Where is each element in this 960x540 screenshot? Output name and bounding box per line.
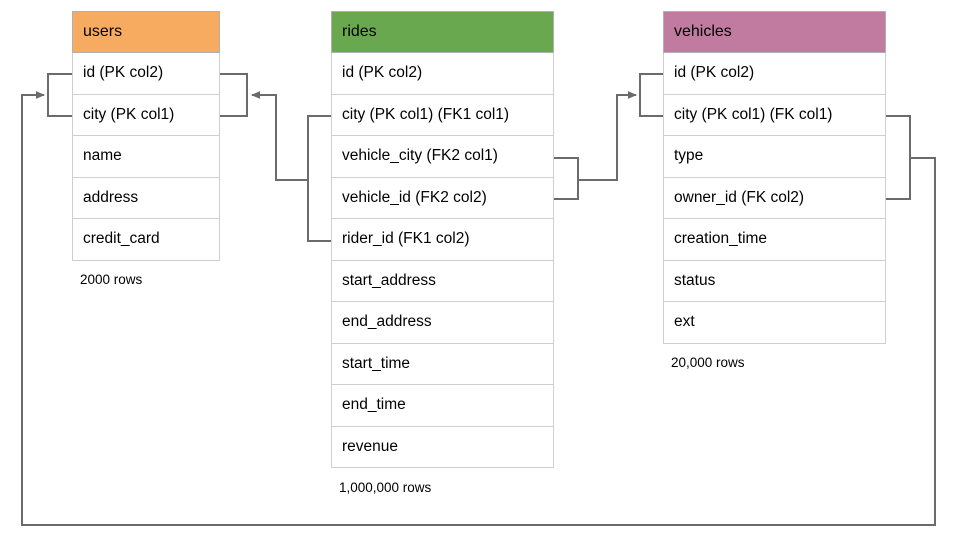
- column-label: start_time: [342, 354, 411, 372]
- column-rides-vehicle-id[interactable]: vehicle_id (FK2 col2): [331, 177, 554, 219]
- column-rides-id[interactable]: id (PK col2): [331, 53, 554, 95]
- column-vehicles-status[interactable]: status: [663, 260, 886, 302]
- column-rides-start-time[interactable]: start_time: [331, 343, 554, 385]
- column-label: vehicle_city (FK2 col1): [342, 147, 498, 165]
- column-label: status: [674, 271, 716, 289]
- column-users-credit-card[interactable]: credit_card: [72, 219, 220, 261]
- column-label: credit_card: [83, 230, 160, 248]
- table-header-users: users: [72, 11, 220, 53]
- table-title-vehicles: vehicles: [674, 23, 732, 40]
- column-users-address[interactable]: address: [72, 177, 220, 219]
- connector-vehicles-left-bracket: [639, 73, 663, 117]
- row-count-vehicles: 20,000 rows: [671, 355, 745, 370]
- connector-rides-fk2-to-vehicles: [578, 91, 637, 181]
- column-rides-city[interactable]: city (PK col1) (FK1 col1): [331, 94, 554, 136]
- table-header-vehicles: vehicles: [663, 11, 886, 53]
- column-users-name[interactable]: name: [72, 136, 220, 178]
- table-vehicles[interactable]: vehicles id (PK col2) city (PK col1) (FK…: [663, 11, 886, 344]
- table-header-rides: rides: [331, 11, 554, 53]
- table-users[interactable]: users id (PK col2) city (PK col1) name a…: [72, 11, 220, 261]
- column-label: city (PK col1) (FK col1): [674, 105, 833, 123]
- table-title-rides: rides: [342, 23, 377, 40]
- column-label: creation_time: [674, 230, 768, 248]
- table-title-users: users: [83, 23, 123, 40]
- connector-rides-fk1-bracket: [307, 115, 331, 242]
- column-label: id (PK col2): [342, 64, 423, 82]
- column-label: ext: [674, 313, 695, 331]
- column-vehicles-city[interactable]: city (PK col1) (FK col1): [663, 94, 886, 136]
- column-label: id (PK col2): [83, 64, 164, 82]
- column-label: name: [83, 147, 122, 165]
- column-rides-rider-id[interactable]: rider_id (FK1 col2): [331, 219, 554, 261]
- connector-rides-fk2-bracket: [554, 157, 579, 200]
- column-rides-end-time[interactable]: end_time: [331, 385, 554, 427]
- column-vehicles-creation-time[interactable]: creation_time: [663, 219, 886, 261]
- column-rides-revenue[interactable]: revenue: [331, 426, 554, 468]
- column-rides-end-address[interactable]: end_address: [331, 302, 554, 344]
- column-label: city (PK col1): [83, 105, 175, 123]
- column-label: vehicle_id (FK2 col2): [342, 188, 487, 206]
- column-vehicles-ext[interactable]: ext: [663, 302, 886, 344]
- column-label: address: [83, 188, 139, 206]
- column-label: revenue: [342, 437, 399, 455]
- column-label: end_time: [342, 396, 406, 414]
- column-label: start_address: [342, 271, 436, 289]
- column-vehicles-id[interactable]: id (PK col2): [663, 53, 886, 95]
- column-rides-start-address[interactable]: start_address: [331, 260, 554, 302]
- column-users-city[interactable]: city (PK col1): [72, 94, 220, 136]
- column-label: rider_id (FK1 col2): [342, 230, 470, 248]
- column-users-id[interactable]: id (PK col2): [72, 53, 220, 95]
- connector-rides-fk1-to-users: [251, 91, 308, 181]
- column-label: owner_id (FK col2): [674, 188, 805, 206]
- table-rides[interactable]: rides id (PK col2) city (PK col1) (FK1 c…: [331, 11, 554, 468]
- column-vehicles-type[interactable]: type: [663, 136, 886, 178]
- row-count-rides: 1,000,000 rows: [339, 480, 432, 495]
- column-vehicles-owner-id[interactable]: owner_id (FK col2): [663, 177, 886, 219]
- connector-users-left-bracket: [47, 73, 72, 117]
- column-label: end_address: [342, 313, 432, 331]
- connector-vehicles-fk-to-users: [21, 91, 936, 526]
- connector-vehicles-right-bracket: [886, 115, 911, 200]
- row-count-users: 2000 rows: [80, 272, 143, 287]
- column-rides-vehicle-city[interactable]: vehicle_city (FK2 col1): [331, 136, 554, 178]
- column-label: city (PK col1) (FK1 col1): [342, 105, 510, 123]
- column-label: id (PK col2): [674, 64, 755, 82]
- column-label: type: [674, 147, 704, 165]
- connector-users-right-bracket: [220, 73, 248, 117]
